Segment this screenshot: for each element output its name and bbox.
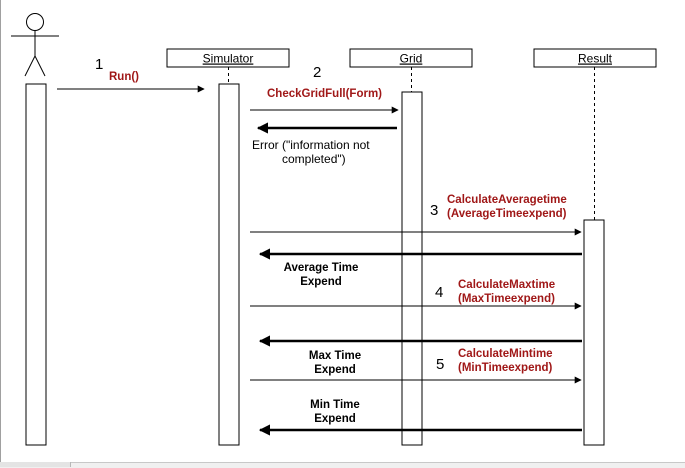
- calc-average-call-label-line1: CalculateAveragetime: [447, 194, 567, 206]
- step-4-number: 4: [435, 284, 443, 301]
- calc-average-call-label-line2: (AverageTimeexpend): [447, 208, 567, 220]
- max-return-label-line2: Expend: [314, 364, 356, 376]
- result-activation-bar: [583, 219, 605, 446]
- calc-min-call-label-line2: (MinTimeexpend): [458, 362, 553, 374]
- window-bottom-scrollbar[interactable]: [0, 462, 685, 468]
- simulator-header-label: Simulator: [203, 52, 254, 66]
- step-2-number: 2: [313, 64, 321, 81]
- min-return-label-line1: Min Time: [310, 399, 360, 411]
- result-header-label: Result: [578, 52, 613, 66]
- error-return-label-line2: completed"): [282, 152, 346, 166]
- actor-right-leg: [34, 55, 46, 77]
- min-return-label-line2: Expend: [314, 413, 356, 425]
- calc-max-call-label-line2: (MaxTimeexpend): [458, 293, 555, 305]
- step-1-number: 1: [95, 56, 103, 73]
- max-return-label-line1: Max Time: [309, 350, 361, 362]
- error-return-label-line1: Error ("information not: [252, 138, 370, 152]
- window-left-edge: [0, 0, 1, 467]
- actor-activation-bar: [25, 83, 47, 446]
- actor-figure: [11, 13, 59, 77]
- check-grid-call-label: CheckGridFull(Form): [267, 88, 382, 100]
- actor-head: [26, 13, 44, 31]
- grid-header-label: Grid: [400, 52, 423, 66]
- step-3-number: 3: [430, 202, 438, 219]
- average-return-label-line2: Expend: [300, 276, 342, 288]
- calc-max-call-label-line1: CalculateMaxtime: [458, 279, 555, 291]
- average-return-label-line1: Average Time: [284, 262, 359, 274]
- calc-min-call-label-line1: CalculateMintime: [458, 348, 553, 360]
- actor-left-leg: [24, 55, 36, 77]
- grid-activation-bar: [401, 91, 423, 446]
- run-call-label: Run(): [109, 71, 139, 83]
- step-5-number: 5: [436, 356, 444, 373]
- scrollbar-thumb[interactable]: [0, 462, 71, 467]
- simulator-activation-bar: [218, 83, 240, 446]
